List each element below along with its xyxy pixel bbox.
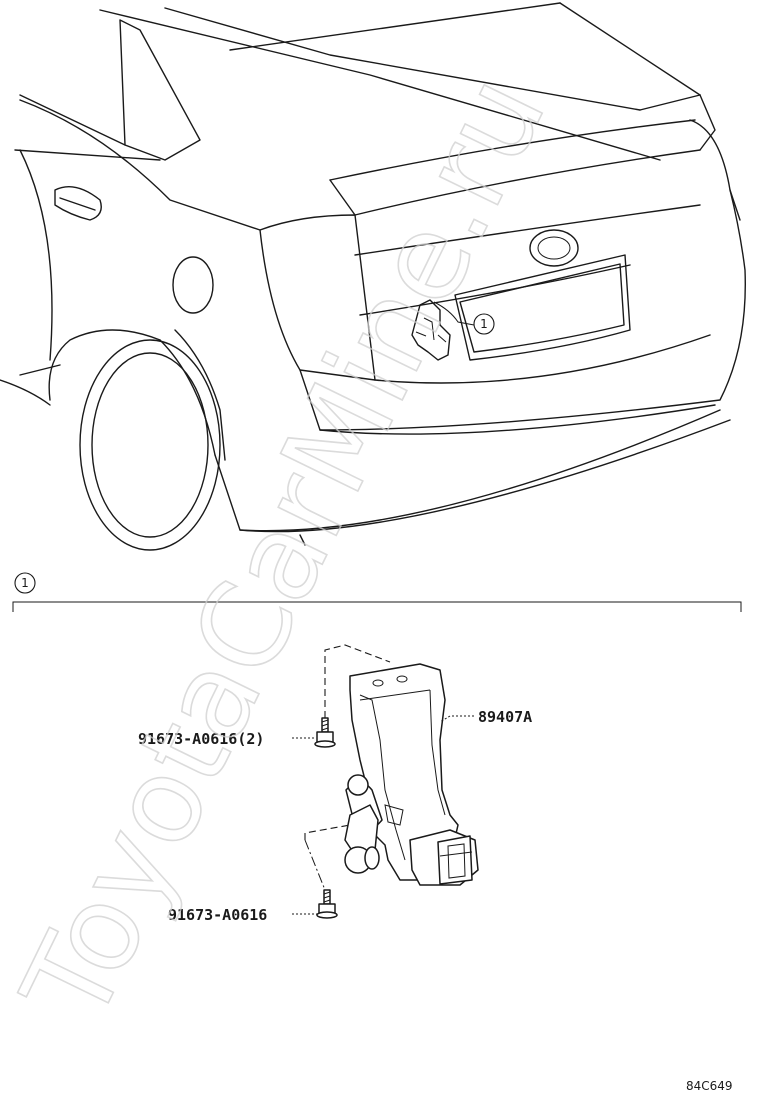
callout-1-car: 1	[473, 313, 495, 335]
part-number-sensor: 89407A	[478, 708, 532, 726]
watermark: ToyotaCarMine.ru	[0, 55, 572, 1043]
height-control-sensor	[304, 644, 479, 891]
illustration-code: 84C649	[686, 1079, 733, 1093]
svg-text:1: 1	[21, 576, 29, 590]
detail-bracket	[12, 601, 742, 612]
callout-1-detail: 1	[14, 572, 36, 594]
part-number-bolt-upper: 91673-A0616(2)	[138, 730, 264, 748]
car-rear-illustration	[0, 2, 746, 551]
bolt-lower	[316, 889, 338, 919]
part-number-bolt-lower: 91673-A0616	[168, 906, 267, 924]
leader-sensor	[439, 715, 474, 723]
bolt-upper	[314, 717, 336, 748]
svg-text:1: 1	[480, 317, 488, 331]
